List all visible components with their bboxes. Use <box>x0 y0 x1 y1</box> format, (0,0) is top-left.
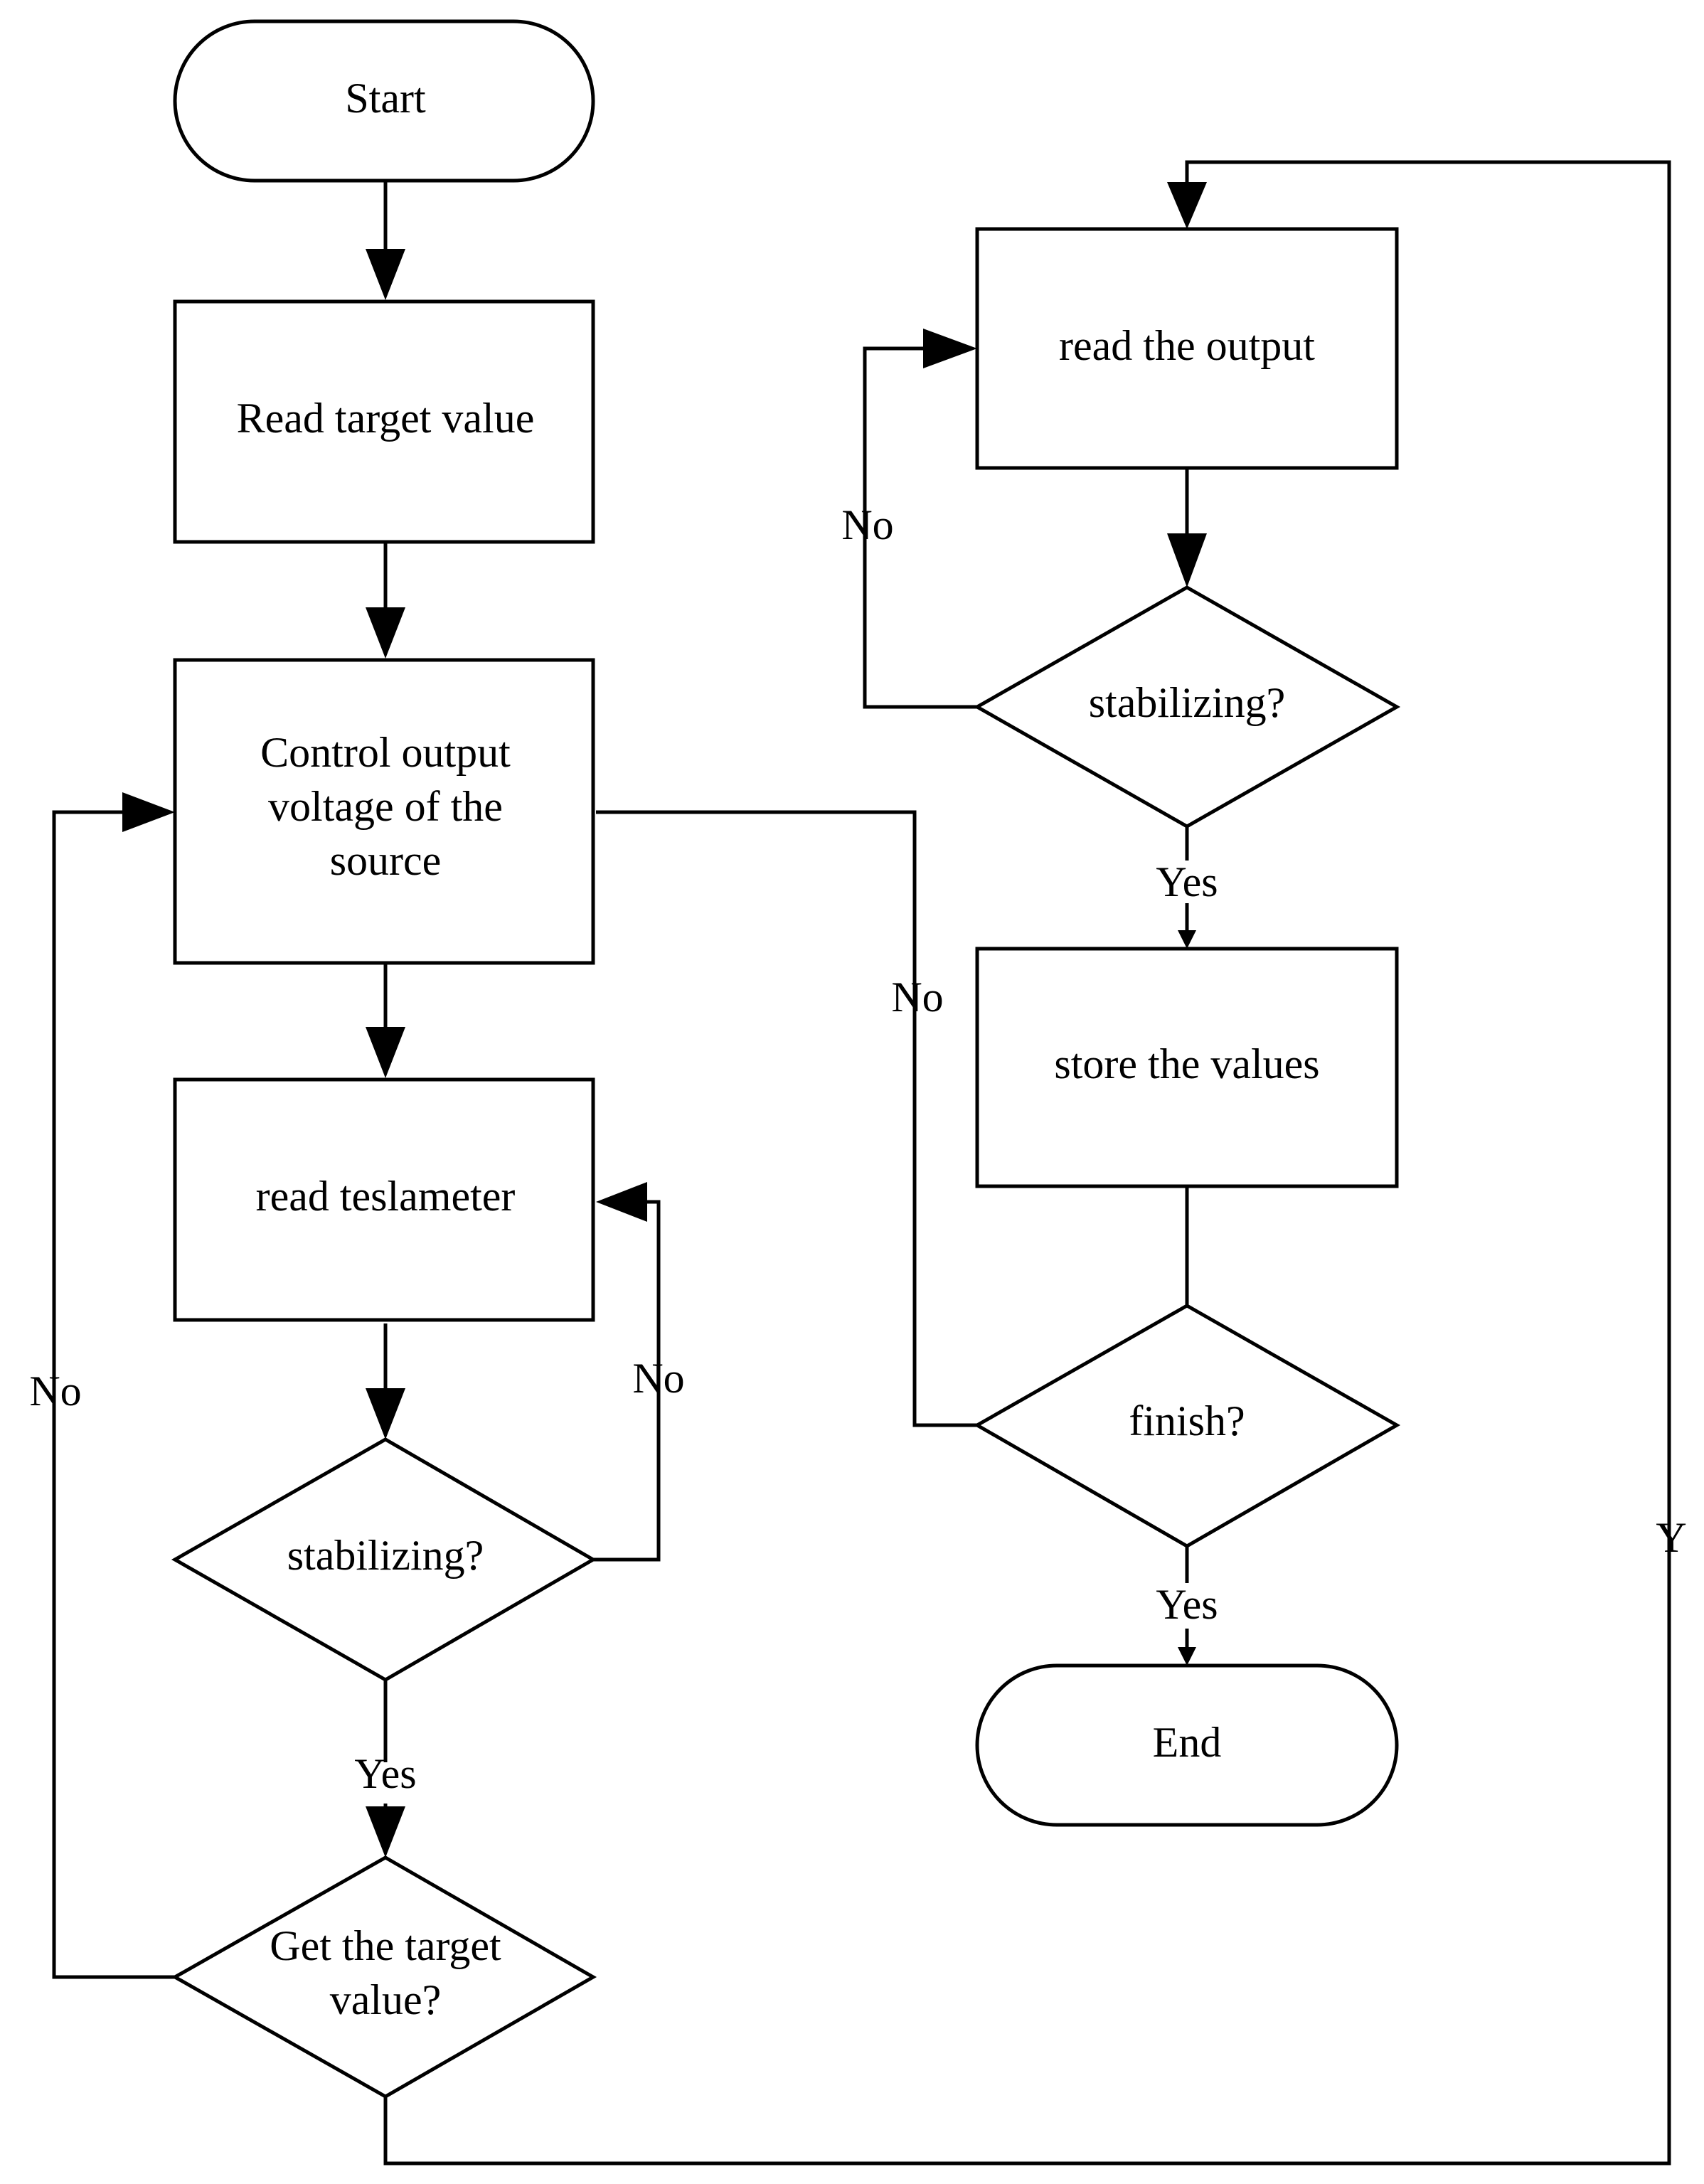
arrowhead-stabilizing-left <box>366 1388 405 1439</box>
stabilizing-right-diamond <box>973 585 1401 829</box>
finish-label: finish? <box>1129 1397 1245 1444</box>
arrowhead-teslameter-loop <box>596 1182 647 1222</box>
stabilizing-left-label: stabilizing? <box>287 1532 484 1579</box>
connector-get-target-y <box>383 160 1671 2166</box>
label-no-stabilizing-left: No <box>632 1355 684 1402</box>
read-target-label: Read target value <box>237 395 535 442</box>
stabilizing-right-label: stabilizing? <box>1089 679 1286 726</box>
start-terminal-shape <box>173 19 595 183</box>
read-target-process: Read target value <box>173 299 595 544</box>
read-output-label: read the output <box>1059 322 1315 369</box>
label-y-get-target: Y <box>1656 1514 1686 1561</box>
arrowhead-read-target <box>366 249 405 300</box>
finish-decision: finish? <box>973 1304 1401 1548</box>
control-output-line-3: source <box>330 837 442 884</box>
stabilizing-left-diamond <box>171 1437 597 1682</box>
arrowhead-teslameter <box>366 1027 405 1078</box>
arrowhead-control <box>366 607 405 659</box>
arrowhead-read-output-loop <box>923 329 977 368</box>
control-output-process: Control output voltage of the source <box>173 658 595 965</box>
get-target-line-1: Get the target <box>270 1922 501 1969</box>
read-output-process: read the output <box>975 227 1399 470</box>
connector-get-target-no-loop <box>52 810 175 1979</box>
arrowhead-end <box>1178 1647 1196 1666</box>
end-label: End <box>1153 1719 1222 1766</box>
label-yes-stabilizing-right: Yes <box>1156 858 1218 905</box>
arrowhead-store <box>1178 930 1196 949</box>
read-target-box <box>173 299 595 544</box>
control-output-line-1: Control output <box>260 729 511 776</box>
connector-stabilizing-right-no-loop <box>863 346 977 709</box>
label-yes-stabilizing-left: Yes <box>354 1750 416 1797</box>
label-yes-finish: Yes <box>1156 1581 1218 1628</box>
connector-finish-no-loop <box>596 810 977 1427</box>
end-terminal-shape <box>975 1663 1399 1827</box>
label-no-get-target: No <box>29 1368 81 1415</box>
stabilizing-left-decision: stabilizing? <box>171 1437 597 1682</box>
end-terminal: End <box>975 1663 1399 1827</box>
arrowhead-stabilizing-right <box>1167 533 1207 587</box>
control-output-box <box>173 658 595 965</box>
arrowhead-read-output <box>1167 182 1207 229</box>
label-no-finish: No <box>891 974 943 1021</box>
arrowhead-control-loop <box>122 792 175 832</box>
connectors <box>52 160 1671 2166</box>
start-label: Start <box>345 75 426 122</box>
store-values-label: store the values <box>1054 1040 1319 1087</box>
store-values-process: store the values <box>975 947 1399 1188</box>
branch-labels: No No Yes Y No Yes No Yes <box>29 501 1686 1797</box>
read-teslameter-label: read teslameter <box>256 1173 516 1220</box>
read-teslameter-process: read teslameter <box>173 1077 595 1322</box>
get-target-diamond <box>171 1855 597 2099</box>
arrowhead-get-target <box>366 1806 405 1858</box>
read-output-box <box>975 227 1399 470</box>
start-terminal: Start <box>173 19 595 183</box>
stabilizing-right-decision: stabilizing? <box>973 585 1401 829</box>
get-target-decision: Get the target value? <box>171 1855 597 2099</box>
store-values-box <box>975 947 1399 1188</box>
control-output-line-2: voltage of the <box>268 783 503 830</box>
finish-diamond <box>973 1304 1401 1548</box>
read-teslameter-box <box>173 1077 595 1322</box>
label-no-stabilizing-right: No <box>841 501 893 548</box>
get-target-line-2: value? <box>330 1976 442 2023</box>
